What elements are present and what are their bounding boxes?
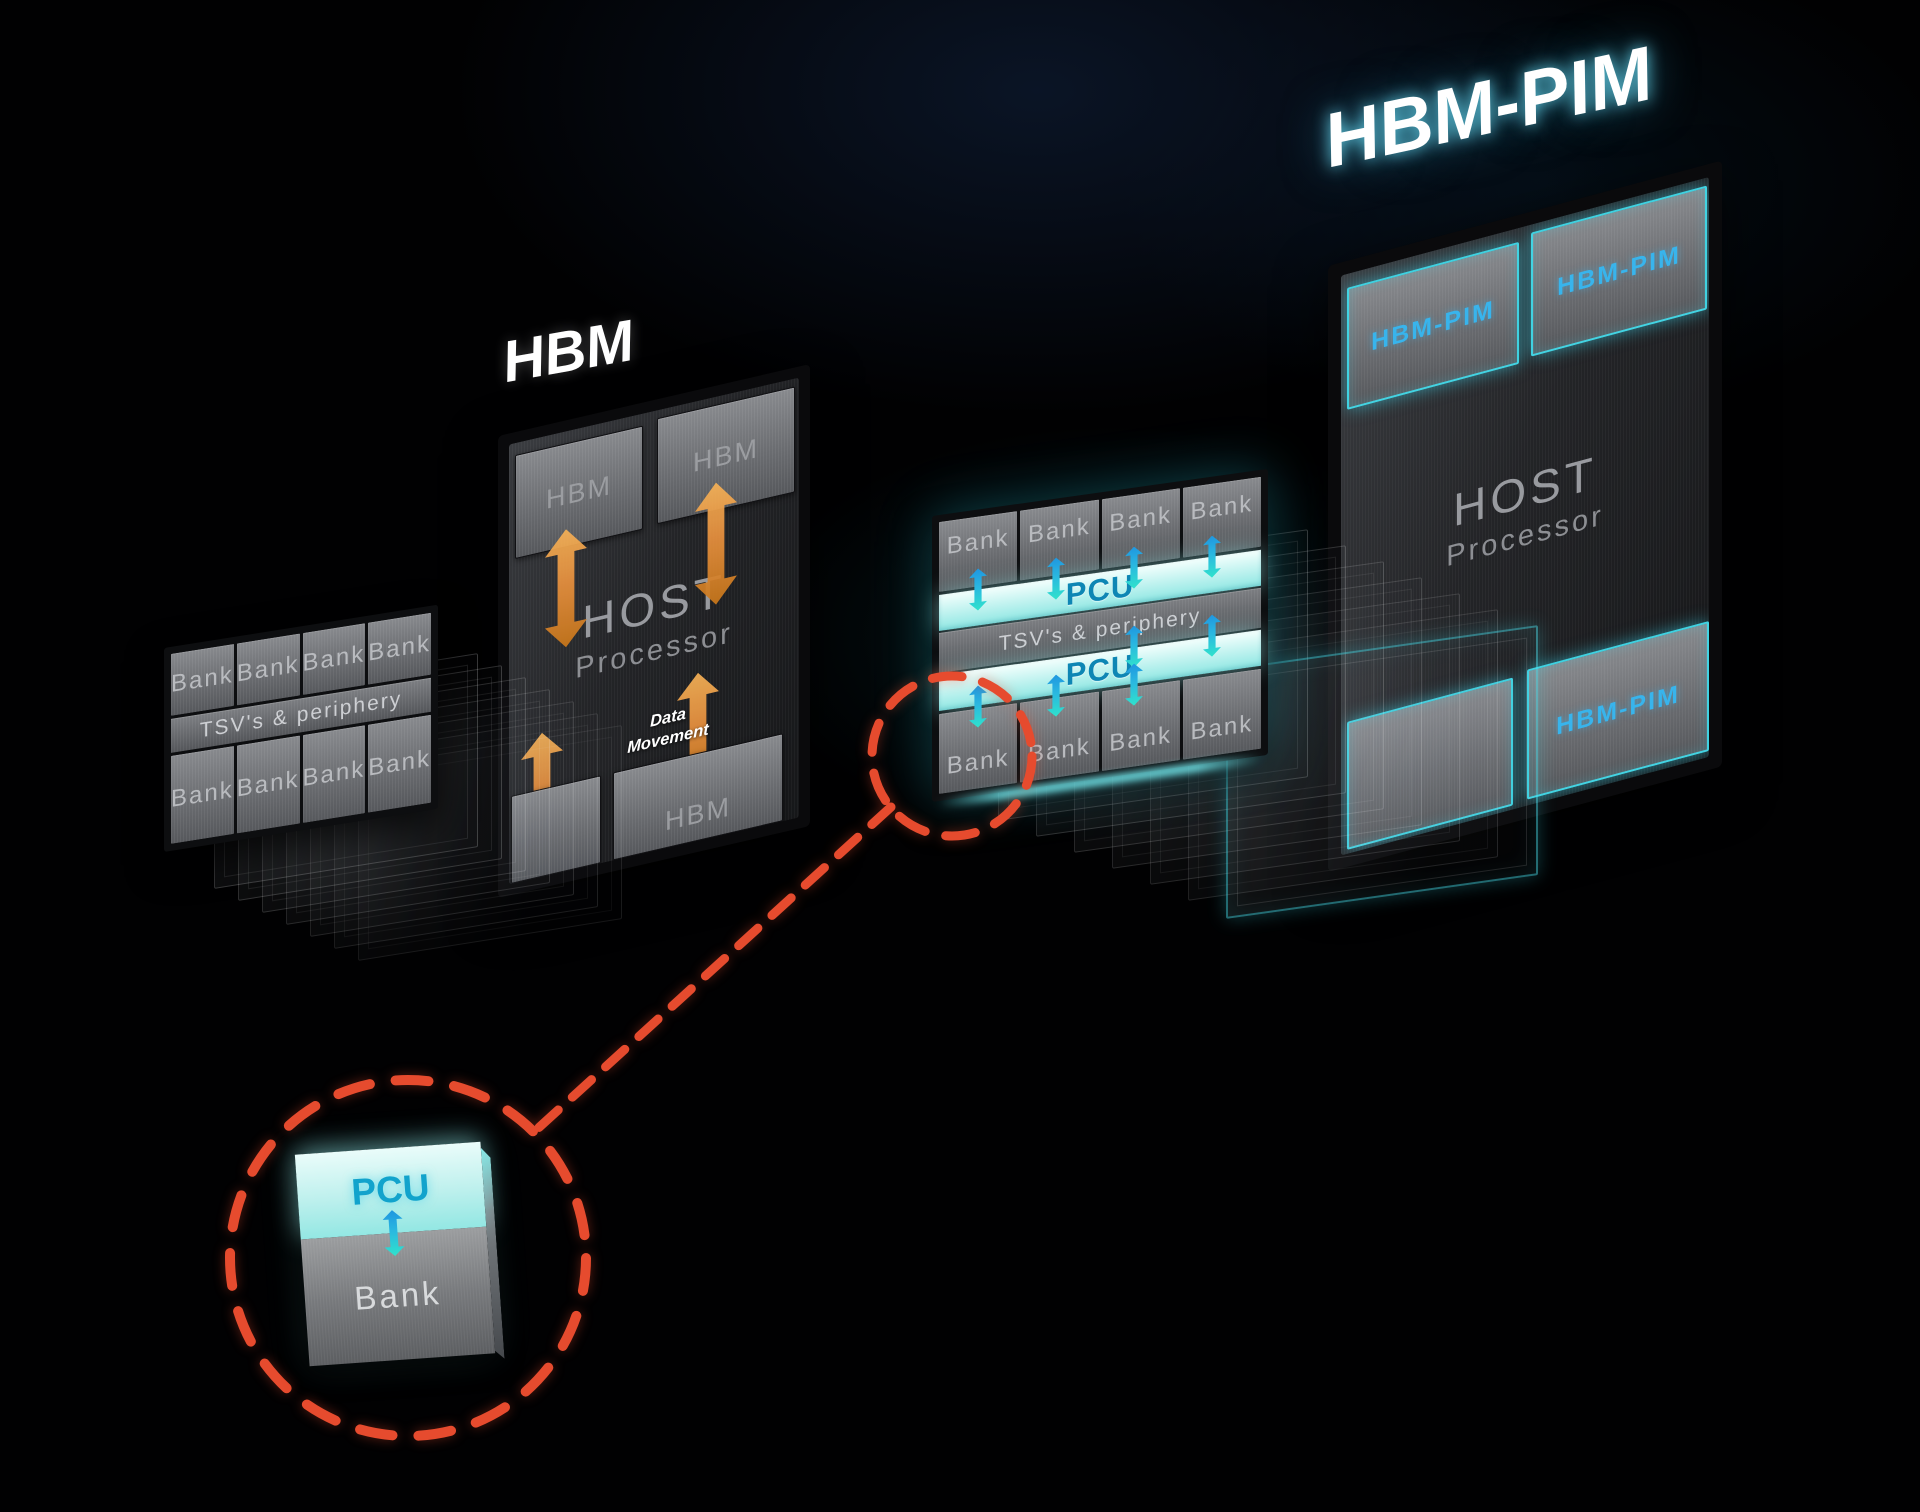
zoom-connector-line [529, 802, 896, 1137]
highlight-circle-large [225, 1075, 591, 1441]
pcu-bank-detail-card: PCU Bank [294, 1141, 495, 1367]
highlight-circle-small [867, 671, 1037, 841]
